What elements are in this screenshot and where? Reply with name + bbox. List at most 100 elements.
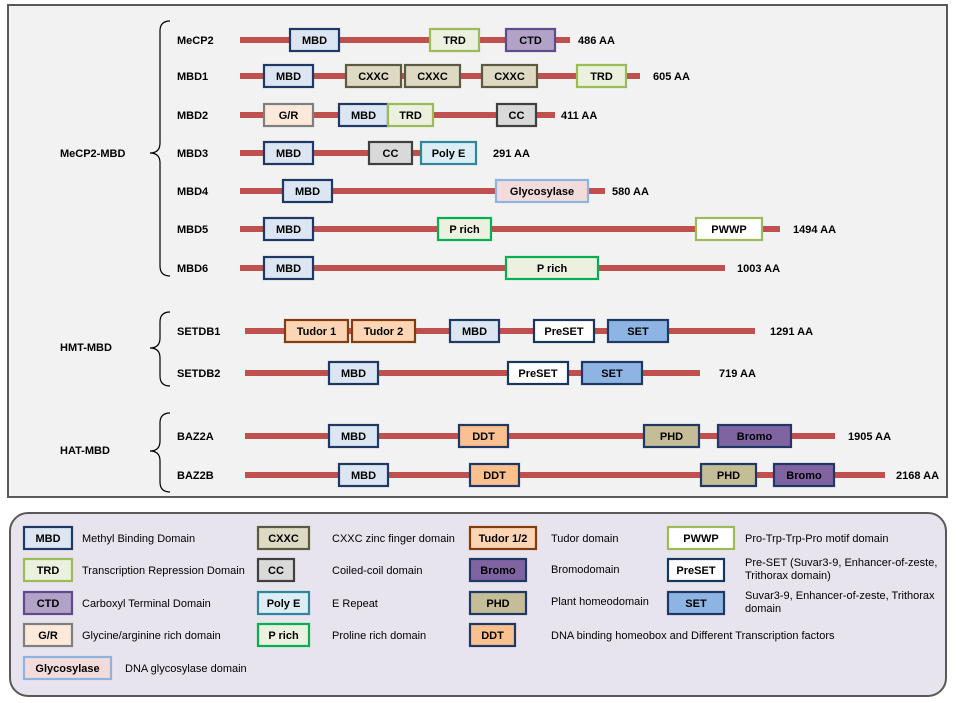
domain-box bbox=[494, 178, 590, 204]
legend-swatch bbox=[468, 557, 528, 583]
domain-label: P rich bbox=[449, 224, 480, 236]
domain-label: MBD bbox=[351, 470, 376, 482]
legend-swatch-label: PHD bbox=[486, 598, 509, 610]
legend-description: Bromodomain bbox=[551, 564, 619, 576]
legend-swatch-label: Bromo bbox=[480, 565, 516, 577]
protein-backbone bbox=[240, 150, 475, 156]
group-bracket bbox=[149, 412, 171, 493]
domain-box bbox=[344, 63, 403, 89]
legend-swatch bbox=[22, 590, 74, 616]
legend-description: domain bbox=[745, 603, 781, 615]
legend-swatch-label: CTD bbox=[37, 598, 60, 610]
domain-box bbox=[262, 140, 315, 166]
domain-box bbox=[428, 27, 481, 53]
legend-description: Trithorax domain) bbox=[745, 570, 831, 582]
domain-box bbox=[367, 140, 414, 166]
legend-item: Bromo Bromodomain bbox=[468, 557, 619, 583]
legend-swatch-label: PreSET bbox=[676, 565, 715, 577]
legend-swatch bbox=[468, 622, 517, 648]
domain-box bbox=[337, 462, 390, 488]
domain-box bbox=[386, 102, 435, 128]
domain-label: Bromo bbox=[786, 470, 822, 482]
domain-label: TRD bbox=[399, 110, 422, 122]
legend-swatch-label: Glycosylase bbox=[35, 663, 99, 675]
domain-box bbox=[575, 63, 628, 89]
legend-swatch bbox=[468, 525, 538, 551]
protein-length: 486 AA bbox=[578, 35, 615, 47]
domain-box bbox=[262, 255, 315, 281]
domain-box bbox=[716, 423, 793, 449]
domain-box bbox=[262, 216, 315, 242]
legend-item: PHD Plant homeodomain bbox=[468, 590, 649, 616]
legend-swatch bbox=[256, 622, 311, 648]
legend-swatch bbox=[256, 590, 311, 616]
domain-box bbox=[327, 423, 380, 449]
legend-item: MBD Methyl Binding Domain bbox=[22, 525, 195, 551]
domain-label: MBD bbox=[462, 326, 487, 338]
legend-description: Methyl Binding Domain bbox=[82, 533, 195, 545]
domain-label: PHD bbox=[660, 431, 683, 443]
legend-description: Pro-Trp-Trp-Pro motif domain bbox=[745, 533, 888, 545]
domain-label: P rich bbox=[537, 263, 568, 275]
legend-swatch-label: MBD bbox=[35, 533, 60, 545]
domain-box bbox=[480, 63, 539, 89]
domain-label: CC bbox=[509, 110, 525, 122]
protein-name: MBD5 bbox=[177, 224, 208, 236]
domain-box bbox=[606, 318, 670, 344]
domain-label: PreSET bbox=[518, 368, 557, 380]
legend-description: Glycine/arginine rich domain bbox=[82, 630, 221, 642]
domain-box bbox=[283, 318, 350, 344]
legend-description: Plant homeodomain bbox=[551, 596, 649, 608]
protein-name: MBD6 bbox=[177, 263, 208, 275]
protein-backbone bbox=[240, 226, 780, 232]
domain-box bbox=[699, 462, 758, 488]
legend-description: CXXC zinc finger domain bbox=[332, 533, 455, 545]
legend-swatch-label: CC bbox=[268, 565, 284, 577]
domain-label: TRD bbox=[443, 35, 466, 47]
domain-box bbox=[694, 216, 764, 242]
domain-label: DDT bbox=[472, 431, 495, 443]
protein-name: MBD3 bbox=[177, 148, 208, 160]
legend-swatch-label: Tudor 1/2 bbox=[479, 533, 528, 545]
domain-box bbox=[506, 360, 570, 386]
domain-label: MBD bbox=[276, 148, 301, 160]
protein-length: 605 AA bbox=[653, 71, 690, 83]
protein-groups: MeCP2-MBD HMT-MBD HAT-MBD bbox=[60, 20, 171, 493]
protein-name: MeCP2 bbox=[177, 35, 214, 47]
domain-label: CTD bbox=[519, 35, 542, 47]
domain-box bbox=[457, 423, 510, 449]
legend-swatch-label: SET bbox=[685, 598, 707, 610]
domain-box bbox=[504, 255, 600, 281]
domain-box bbox=[772, 462, 836, 488]
legend-description: Proline rich domain bbox=[332, 630, 426, 642]
domain-label: MBD bbox=[351, 110, 376, 122]
legend-swatch bbox=[22, 655, 113, 681]
domain-box bbox=[642, 423, 701, 449]
domain-label: MBD bbox=[295, 186, 320, 198]
protein-panel bbox=[7, 4, 948, 498]
legend-swatch bbox=[22, 557, 74, 583]
domain-label: Tudor 1 bbox=[297, 326, 337, 338]
protein-backbone bbox=[240, 188, 605, 194]
legend-description: DNA glycosylase domain bbox=[125, 663, 247, 675]
legend-swatch-label: TRD bbox=[37, 565, 60, 577]
domain-box bbox=[580, 360, 644, 386]
